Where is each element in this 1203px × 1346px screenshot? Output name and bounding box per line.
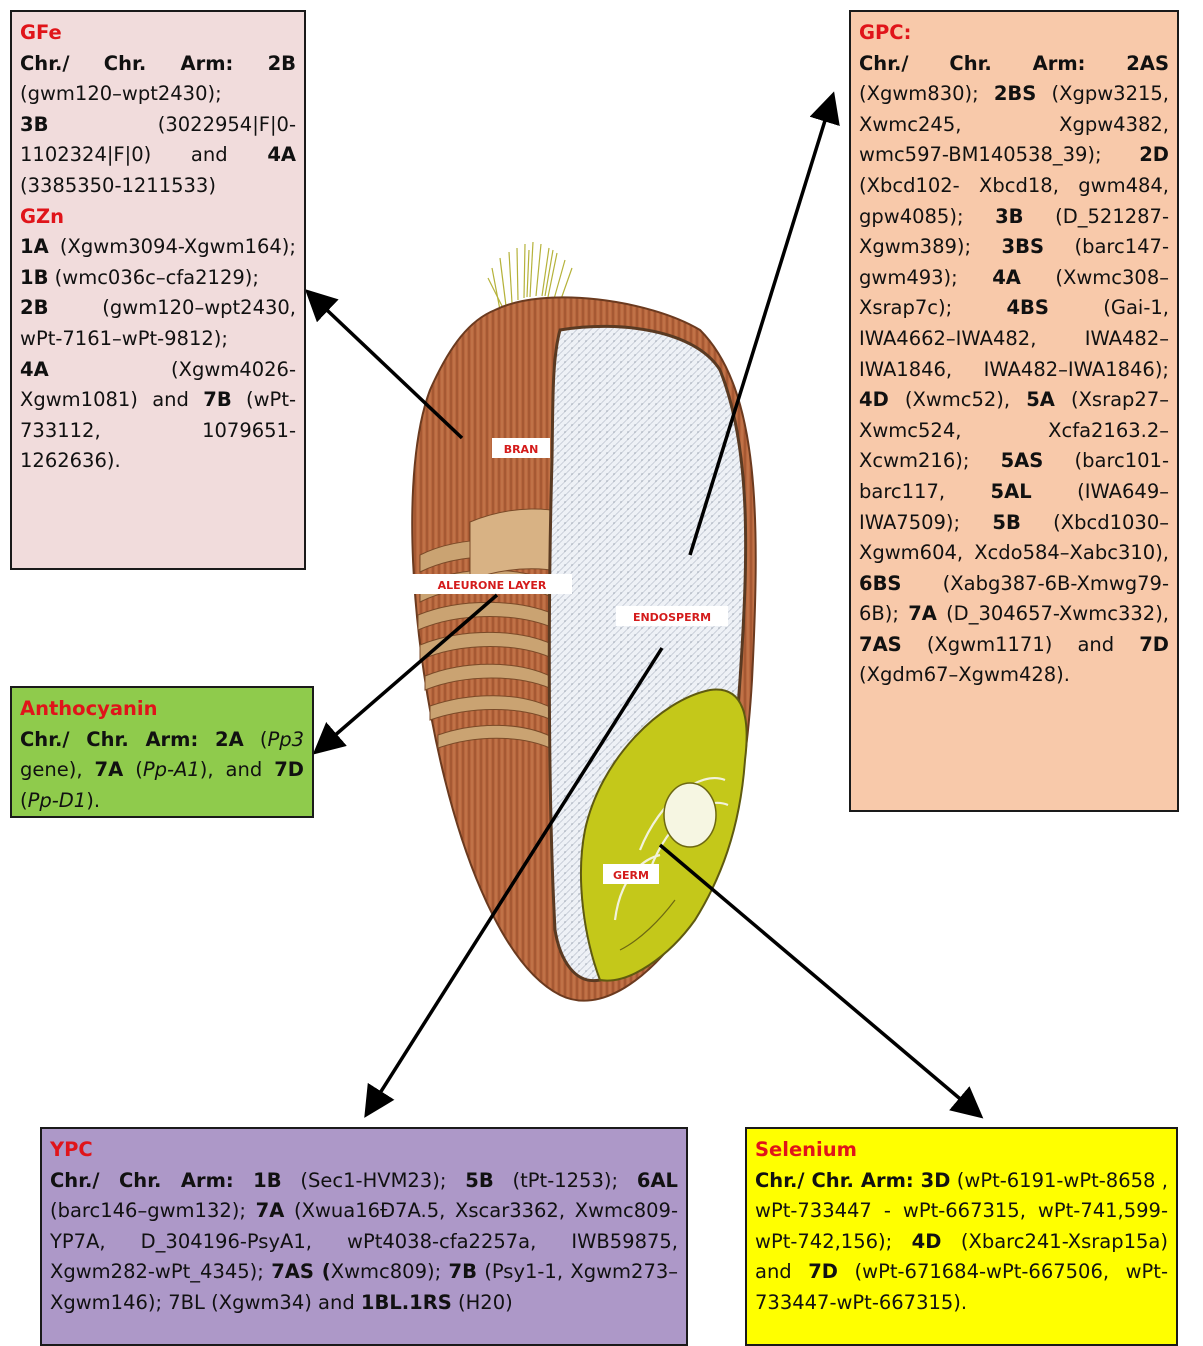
ypc-title: YPC (50, 1135, 678, 1166)
aleurone-layer-label: ALEURONE LAYER (438, 579, 547, 592)
arrow-endosperm-to-gpc (690, 98, 832, 555)
gzn-title: GZn (20, 202, 296, 233)
arrow-bran-to-gfe (310, 294, 462, 438)
anthocyanin-box: Anthocyanin Chr./ Chr. Arm: 2A (Pp3 gene… (10, 686, 314, 818)
gfe-gzn-box: GFe Chr./ Chr. Arm: 2B (gwm120–wpt2430);… (10, 10, 306, 570)
anthocyanin-text: Chr./ Chr. Arm: 2A (Pp3 gene), 7A (Pp-A1… (20, 725, 304, 817)
gpc-text: Chr./ Chr. Arm: 2AS (Xgwm830); 2BS (Xgpw… (859, 49, 1169, 691)
gzn-text-1: 1A (Xgwm3094-Xgwm164); 1B (wmc036c–cfa21… (20, 232, 296, 293)
ypc-box: YPC Chr./ Chr. Arm: 1B (Sec1-HVM23); 5B … (40, 1127, 688, 1346)
gzn-text-3: 4A (Xgwm4026-Xgwm1081) and 7B (wPt-73311… (20, 355, 296, 477)
anthocyanin-title: Anthocyanin (20, 694, 304, 725)
endosperm-label: ENDOSPERM (633, 611, 711, 624)
gfe-title: GFe (20, 18, 296, 49)
gpc-box: GPC: Chr./ Chr. Arm: 2AS (Xgwm830); 2BS … (849, 10, 1179, 812)
gfe-text-2: 3B (3022954|F|0-1102324|F|0) and 4A (338… (20, 110, 296, 202)
selenium-box: Selenium Chr./ Chr. Arm: 3D (wPt-6191-wP… (745, 1127, 1178, 1346)
gpc-title: GPC: (859, 18, 1169, 49)
selenium-text: Chr./ Chr. Arm: 3D (wPt-6191-wPt-8658 , … (755, 1166, 1168, 1319)
arrow-germ-to-selenium (660, 845, 978, 1114)
selenium-title: Selenium (755, 1135, 1168, 1166)
gfe-text-1: Chr./ Chr. Arm: 2B (gwm120–wpt2430); (20, 49, 296, 110)
ypc-text: Chr./ Chr. Arm: 1B (Sec1-HVM23); 5B (tPt… (50, 1166, 678, 1319)
germ-label: GERM (613, 869, 649, 882)
bran-label: BRAN (504, 443, 539, 456)
gzn-text-2: 2B (gwm120–wpt2430, wPt-7161–wPt-9812); (20, 293, 296, 354)
